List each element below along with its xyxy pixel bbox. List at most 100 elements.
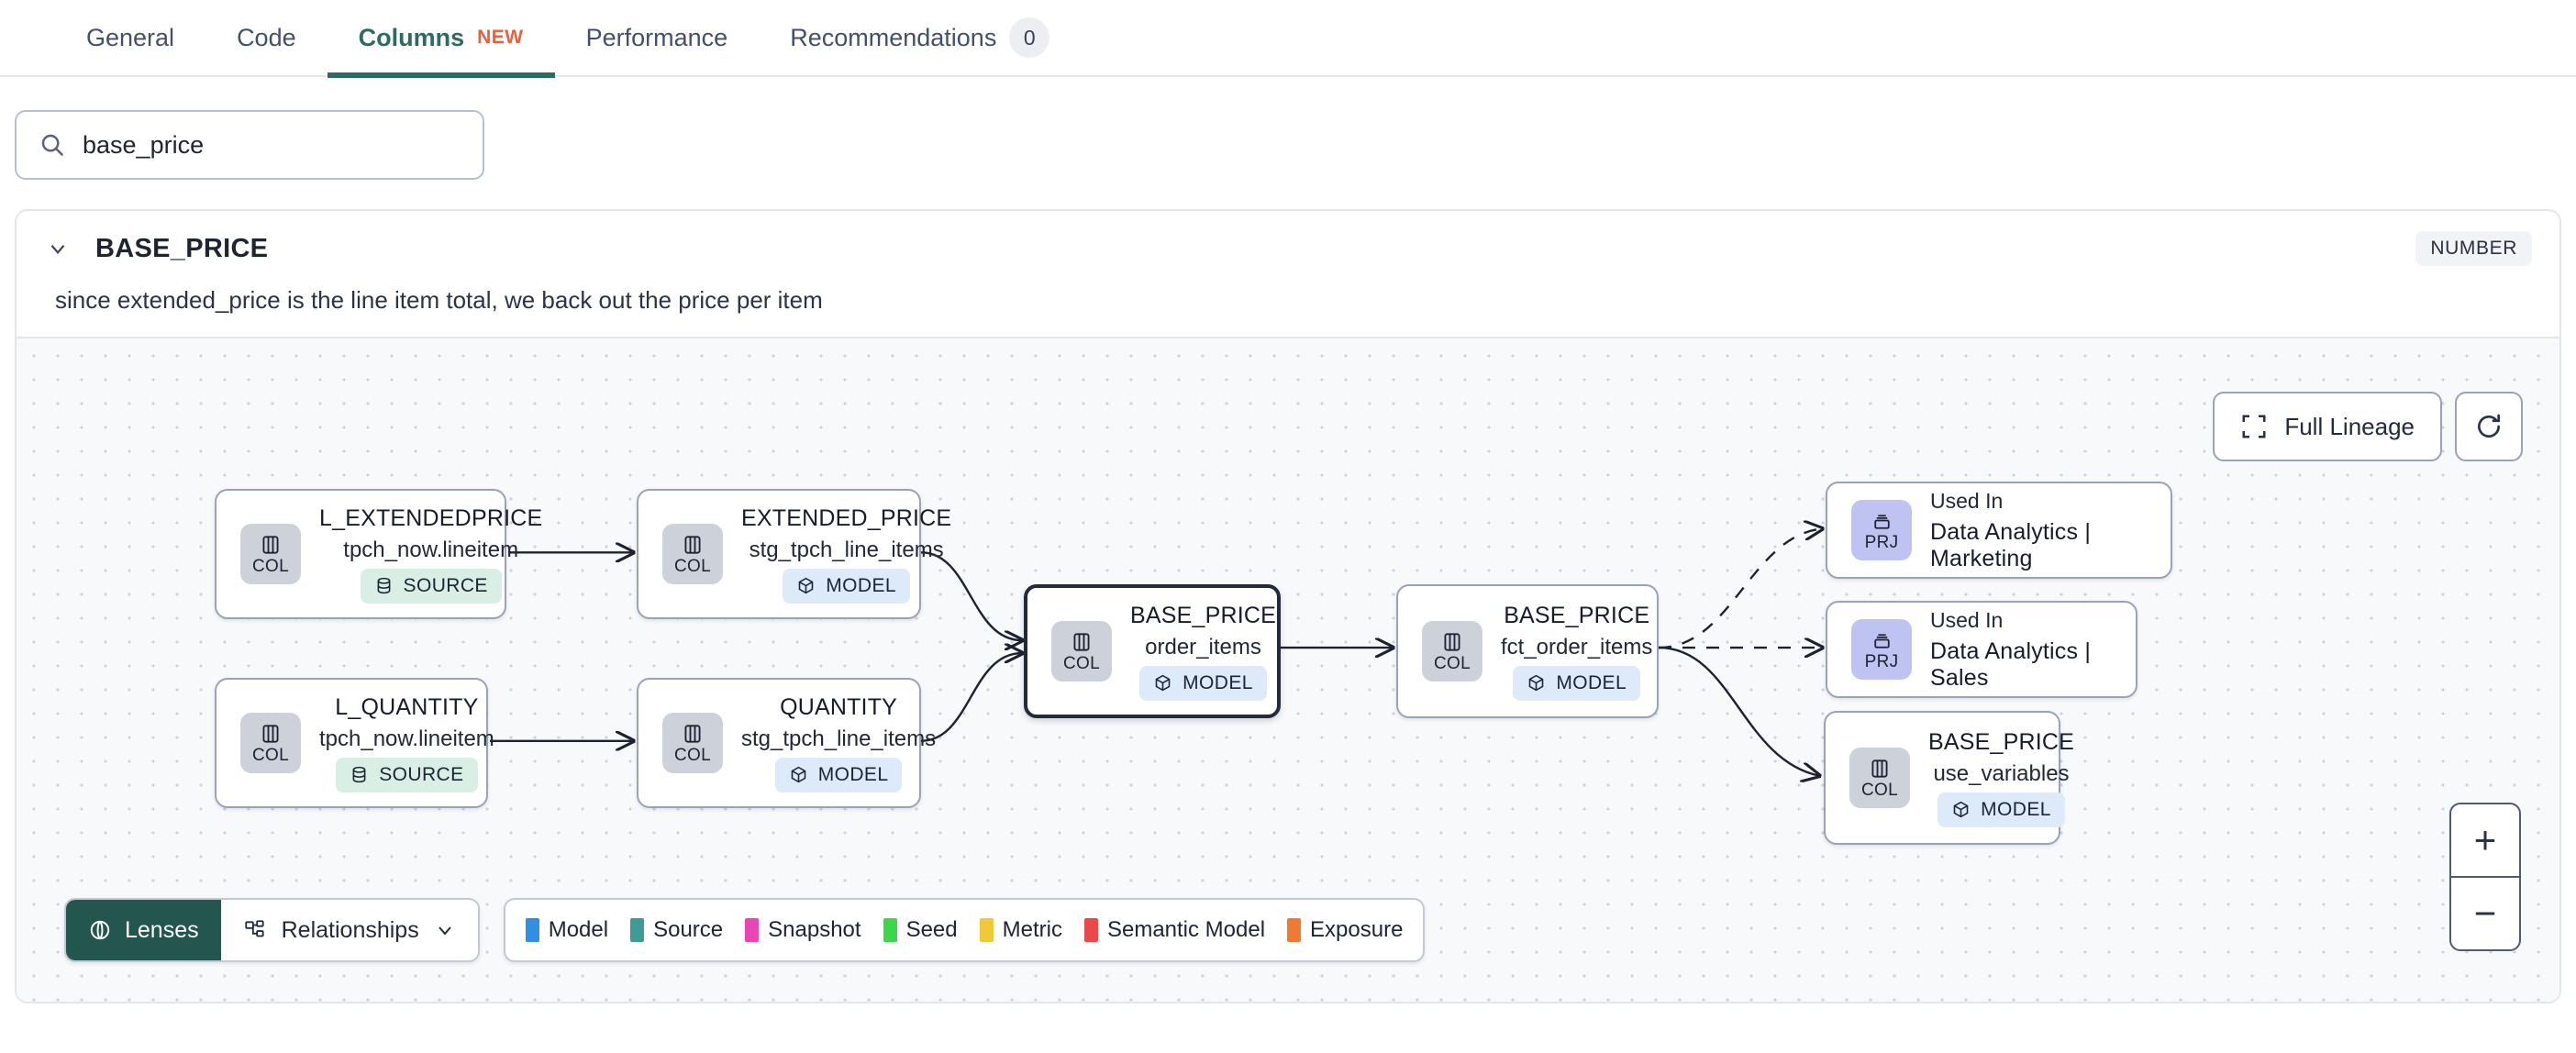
col-chip: COL <box>1051 621 1112 682</box>
legend-item-exposure: Exposure <box>1287 917 1403 943</box>
cube-icon <box>791 766 806 783</box>
node-kind-badge: MODEL <box>1513 665 1641 701</box>
column-type-badge: NUMBER <box>2415 231 2532 266</box>
col-chip: COL <box>662 524 723 584</box>
full-lineage-button[interactable]: Full Lineage <box>2213 392 2442 461</box>
database-icon <box>352 766 366 783</box>
zoom-controls: + − <box>2449 803 2521 951</box>
legend: Model Source Snapshot Seed Metric <box>503 898 1426 962</box>
node-body: BASE_PRICE fct_order_items MODEL <box>1501 603 1652 701</box>
lineage-canvas[interactable]: COL L_EXTENDEDPRICE tpch_now.lineitem SO… <box>17 337 2559 1003</box>
full-lineage-label: Full Lineage <box>2284 412 2415 440</box>
tab-general[interactable]: General <box>55 0 205 76</box>
tab-label: Code <box>237 23 296 51</box>
badge-label: MODEL <box>826 574 896 596</box>
tab-bar: General Code Columns NEW Performance Rec… <box>0 0 2576 78</box>
node-body: Used In Data Analytics | Marketing <box>1930 489 2147 572</box>
column-icon <box>684 536 701 554</box>
lineage-node-extended-price[interactable]: COL EXTENDED_PRICE stg_tpch_line_items M… <box>637 489 951 619</box>
legend-swatch <box>745 918 760 942</box>
chip-label: COL <box>252 557 289 576</box>
column-icon <box>262 725 279 743</box>
node-title: BASE_PRICE <box>1504 602 1650 628</box>
legend-label: Model <box>548 917 609 942</box>
zoom-out-button[interactable]: − <box>2473 892 2497 935</box>
column-icon <box>262 536 279 554</box>
node-kind-badge: SOURCE <box>360 568 502 604</box>
badge-label: MODEL <box>1183 671 1253 693</box>
lineage-node-project-sales[interactable]: PRJ Used In Data Analytics | Sales <box>1826 601 2137 698</box>
lineage-node-l-extendedprice[interactable]: COL L_EXTENDEDPRICE tpch_now.lineitem SO… <box>215 489 542 619</box>
relationships-icon <box>243 918 267 942</box>
search-input[interactable] <box>83 130 461 160</box>
col-chip: COL <box>240 524 301 584</box>
zoom-in-button[interactable]: + <box>2473 818 2497 861</box>
search-box[interactable] <box>15 110 484 180</box>
node-used-in-label: Used In <box>1930 488 2004 513</box>
tab-label: General <box>86 23 175 51</box>
lineage-node-base-price-fct-order-items[interactable]: COL BASE_PRICE fct_order_items MODEL <box>1396 584 1659 718</box>
legend-item-model: Model <box>525 917 609 943</box>
badge-label: MODEL <box>817 763 889 785</box>
legend-label: Snapshot <box>768 917 861 942</box>
chip-label: COL <box>252 746 289 765</box>
lineage-node-project-marketing[interactable]: PRJ Used In Data Analytics | Marketing <box>1826 482 2172 579</box>
legend-swatch <box>1287 918 1302 942</box>
zoom-separator <box>2451 876 2519 878</box>
lenses-button[interactable]: Lenses <box>66 900 221 960</box>
cube-icon <box>798 577 814 594</box>
tab-columns[interactable]: Columns NEW <box>327 0 555 78</box>
legend-item-seed: Seed <box>883 917 958 943</box>
node-title: BASE_PRICE <box>1130 602 1277 628</box>
chevron-down-icon <box>434 919 456 941</box>
node-subtitle: tpch_now.lineitem <box>343 537 519 562</box>
legend-swatch <box>883 918 897 942</box>
lenses-icon <box>88 918 112 942</box>
cube-icon <box>1529 674 1544 692</box>
lineage-node-quantity[interactable]: COL QUANTITY stg_tpch_line_items MODEL <box>637 678 936 808</box>
node-kind-badge: MODEL <box>1938 792 2065 827</box>
tab-code[interactable]: Code <box>205 0 328 76</box>
search-row <box>0 77 2576 180</box>
prj-chip: PRJ <box>1851 500 1912 560</box>
node-project-name: Data Analytics | Sales <box>1930 637 2092 691</box>
chevron-down-icon[interactable] <box>44 235 72 262</box>
col-chip: COL <box>1422 621 1482 682</box>
node-subtitle: use_variables <box>1933 760 2070 786</box>
recommendations-count-badge: 0 <box>1009 17 1050 58</box>
node-title: EXTENDED_PRICE <box>741 504 952 531</box>
canvas-toolbar: Lenses Relationships <box>64 898 1426 962</box>
legend-swatch <box>525 918 539 942</box>
badge-label: SOURCE <box>379 763 464 785</box>
chip-label: COL <box>674 746 711 765</box>
tab-performance[interactable]: Performance <box>555 0 760 76</box>
node-body: BASE_PRICE order_items MODEL <box>1130 603 1276 701</box>
relationships-button[interactable]: Relationships <box>220 900 478 960</box>
legend-item-source: Source <box>630 917 723 943</box>
legend-label: Semantic Model <box>1106 917 1266 942</box>
refresh-button[interactable] <box>2455 392 2523 461</box>
node-kind-badge: MODEL <box>1139 665 1267 701</box>
node-subtitle: stg_tpch_line_items <box>741 726 937 751</box>
chip-label: PRJ <box>1864 651 1899 671</box>
column-icon <box>1073 633 1090 651</box>
node-title: L_QUANTITY <box>335 693 479 720</box>
lineage-node-base-price-order-items[interactable]: COL BASE_PRICE order_items MODEL <box>1024 584 1281 718</box>
node-used-in-label: Used In <box>1930 607 2004 632</box>
legend-item-snapshot: Snapshot <box>745 917 861 943</box>
node-body: BASE_PRICE use_variables MODEL <box>1928 729 2074 827</box>
column-header: BASE_PRICE NUMBER <box>17 211 2559 266</box>
lineage-node-l-quantity[interactable]: COL L_QUANTITY tpch_now.lineitem SOURCE <box>215 678 494 808</box>
lineage-edges <box>490 338 2559 1003</box>
node-body: QUANTITY stg_tpch_line_items MODEL <box>741 694 936 793</box>
relationships-label: Relationships <box>281 916 419 943</box>
tab-recommendations[interactable]: Recommendations 0 <box>759 0 1081 76</box>
lineage-node-base-price-use-variables[interactable]: COL BASE_PRICE use_variables MODEL <box>1824 711 2074 845</box>
node-kind-badge: MODEL <box>774 757 903 793</box>
column-card: BASE_PRICE NUMBER since extended_price i… <box>15 209 2561 1003</box>
node-title: BASE_PRICE <box>1928 728 2075 755</box>
node-title: QUANTITY <box>780 693 898 720</box>
badge-label: MODEL <box>1981 798 2051 820</box>
node-subtitle: fct_order_items <box>1501 634 1653 660</box>
legend-swatch <box>979 918 994 942</box>
